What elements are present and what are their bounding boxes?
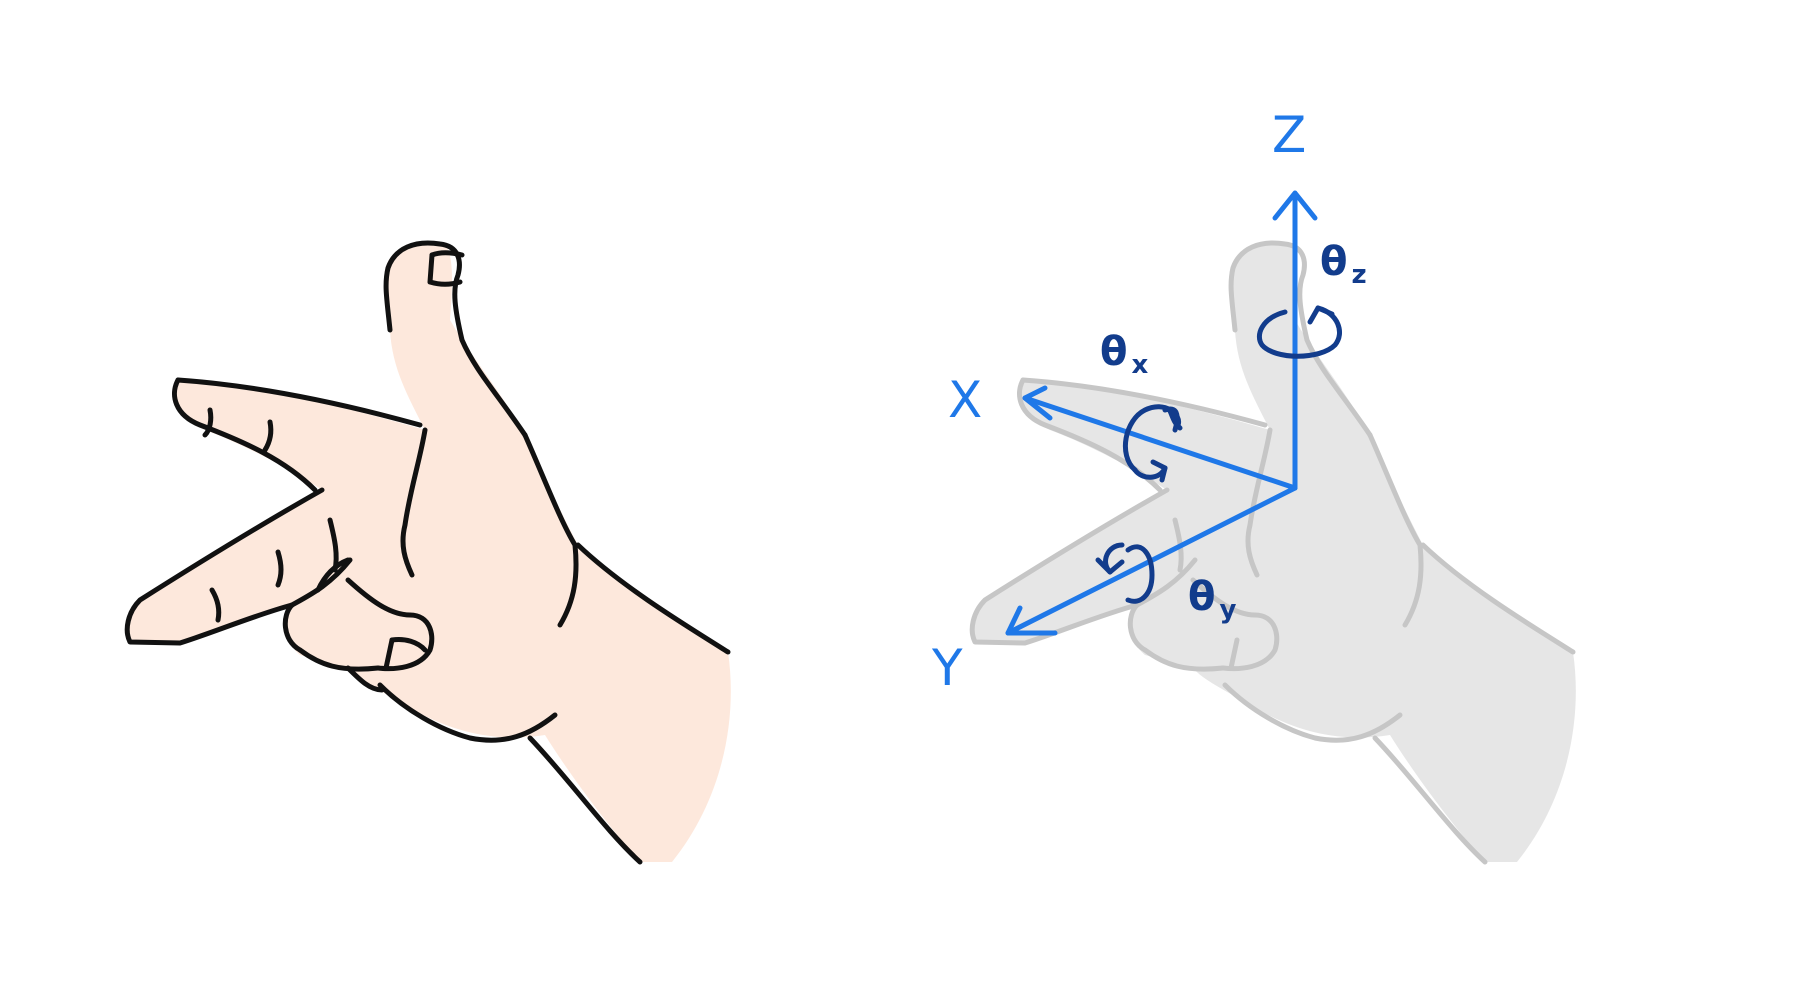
left-hand-illustration (124, 240, 731, 865)
right-hand-fill (970, 241, 1576, 862)
right-hand-ghost-illustration (969, 240, 1576, 865)
z-axis-label: Z (1272, 106, 1306, 164)
x-axis-label: X (948, 371, 982, 429)
z-axis-arrowhead (1272, 190, 1318, 221)
left-hand-fill (125, 241, 731, 862)
x-axis-line (1022, 395, 1298, 491)
y-axis-arrowhead (1005, 605, 1058, 636)
y-axis-label: Y (931, 639, 963, 697)
rotation-x-icon (1123, 404, 1183, 483)
rotation-z-icon (1256, 305, 1342, 359)
rotation-y-icon (1095, 542, 1155, 604)
x-axis-arrowhead (1022, 385, 1053, 421)
